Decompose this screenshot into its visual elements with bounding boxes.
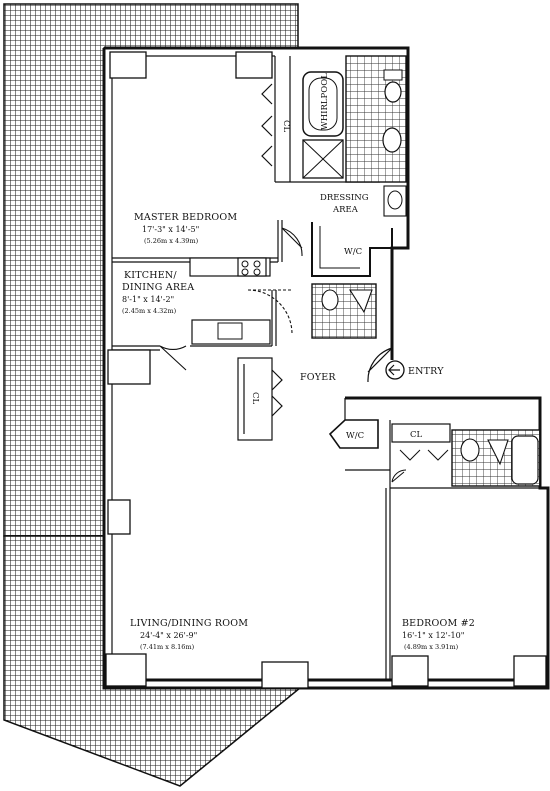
bedroom2-tub <box>511 435 539 485</box>
windows <box>105 51 547 689</box>
master-bedroom-dims: 17'-3" x 14'-5" <box>142 225 199 234</box>
master-bedroom-name: MASTER BEDROOM <box>134 212 237 223</box>
terrace-grid-lower <box>3 535 303 787</box>
wic-label-master: W/C <box>344 247 362 257</box>
entry-label: ENTRY <box>408 366 444 377</box>
hall-cl-label: CL <box>250 392 260 405</box>
bedroom2-cl-label: CL <box>410 430 423 440</box>
bedroom2-closet <box>391 423 451 443</box>
whirlpool-label: WHIRLPOOL <box>320 73 330 130</box>
living-room-name: LIVING/DINING ROOM <box>130 618 248 629</box>
bedroom2-name: BEDROOM #2 <box>402 618 475 629</box>
living-room-metric: (7.41m x 8.16m) <box>140 643 195 651</box>
kitchen-name-1: KITCHEN/ <box>124 270 177 281</box>
kitchen-name-2: DINING AREA <box>122 282 194 293</box>
master-cl-label: CL <box>281 120 291 133</box>
wic-master <box>311 222 393 277</box>
wic-label-bedroom2: W/C <box>346 431 364 441</box>
entry-door <box>367 347 393 383</box>
living-room-dims: 24'-4" x 26'-9" <box>140 631 197 640</box>
foyer-label: FOYER <box>300 372 336 383</box>
bedroom2-dims: 16'-1" x 12'-10" <box>402 631 464 640</box>
master-bedroom-metric: (5.26m x 4.39m) <box>144 237 199 245</box>
bedroom2-metric: (4.89m x 3.91m) <box>404 643 459 651</box>
master-closet-doors <box>261 83 273 167</box>
master-sink <box>382 127 402 153</box>
outer-walls <box>102 46 550 690</box>
wic-bedroom2 <box>328 419 379 449</box>
dressing-label-1: DRESSING <box>320 193 369 203</box>
kitchen-metric: (2.45m x 4.32m) <box>122 307 177 315</box>
kitchen-dims: 8'-1" x 14'-2" <box>122 295 174 304</box>
kitchen-door <box>247 289 293 335</box>
master-toilet <box>384 81 402 103</box>
dressing-label-2: AREA <box>332 205 359 215</box>
hall-closet-doors <box>271 369 283 417</box>
master-door <box>281 227 303 257</box>
